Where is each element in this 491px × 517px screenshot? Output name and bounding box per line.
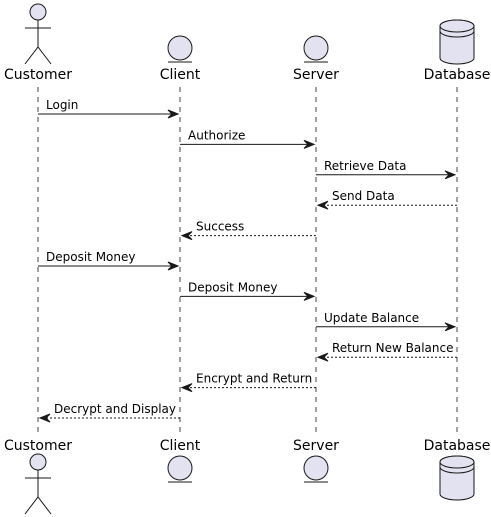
message-5: Success [180,220,316,241]
database-label: Database [424,67,491,83]
message-1: Login [38,98,180,119]
message-4: Send Data [316,189,457,210]
message-label: Deposit Money [188,280,277,294]
participant-server-bottom: Server [293,438,339,483]
message-label: Success [196,220,244,234]
message-label: Encrypt and Return [196,372,312,386]
customer-label: Customer [4,67,72,83]
database-icon [439,455,475,501]
participants-bottom: Customer Client Server Database [4,438,491,515]
arrowhead-icon [167,109,180,119]
arrowhead-icon [303,291,316,301]
message-6: Deposit Money [38,250,180,271]
message-11: Decrypt and Display [38,402,180,423]
message-label: Update Balance [324,311,419,325]
participant-customer-top: Customer [4,3,72,83]
database-icon [439,19,475,65]
arrowhead-icon [180,383,193,393]
arrowhead-icon [167,261,180,271]
arrowhead-icon [180,231,193,241]
participant-client-bottom: Client [160,438,201,483]
participant-client-top: Client [160,35,201,83]
participants-top: Customer Client Server Database [4,3,491,83]
actor-icon [24,453,52,515]
participant-database-bottom: Database [424,438,491,501]
server-label: Server [293,67,339,83]
message-label: Deposit Money [46,250,135,264]
message-label: Send Data [332,189,395,203]
message-10: Encrypt and Return [180,372,316,393]
message-9: Return New Balance [316,341,457,362]
lifelines [37,87,458,433]
message-label: Authorize [188,128,245,142]
database-label: Database [424,438,491,454]
actor-icon [24,3,52,65]
arrowhead-icon [303,139,316,149]
arrowhead-icon [316,200,329,210]
message-2: Authorize [180,128,316,149]
message-label: Return New Balance [332,341,453,355]
message-7: Deposit Money [180,280,316,301]
message-label: Retrieve Data [324,159,407,173]
message-label: Login [46,98,78,112]
entity-icon [167,35,193,63]
arrowhead-icon [38,413,51,423]
participant-database-top: Database [424,19,491,83]
client-label: Client [160,67,201,83]
entity-icon [167,455,193,483]
customer-label: Customer [4,438,72,454]
entity-icon [303,455,329,483]
client-label: Client [160,438,201,454]
entity-icon [303,35,329,63]
arrowhead-icon [316,352,329,362]
arrowhead-icon [444,170,457,180]
message-label: Decrypt and Display [54,402,176,416]
participant-customer-bottom: Customer [4,438,72,515]
server-label: Server [293,438,339,454]
message-3: Retrieve Data [316,159,457,180]
message-8: Update Balance [316,311,457,332]
arrowhead-icon [444,322,457,332]
participant-server-top: Server [293,35,339,83]
